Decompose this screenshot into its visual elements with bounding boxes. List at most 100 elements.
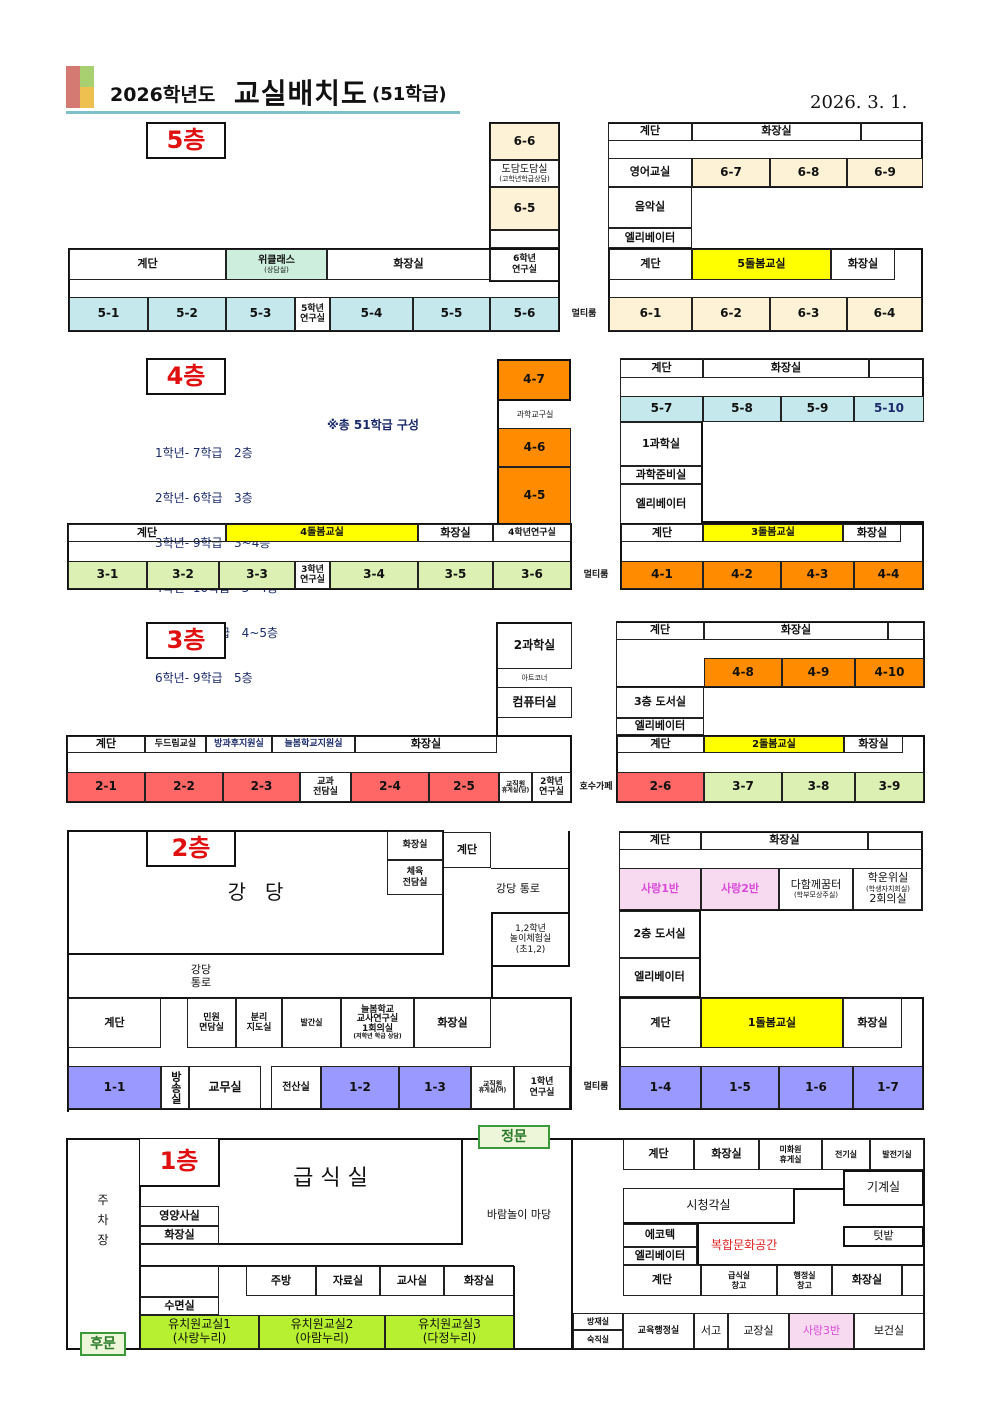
room-2-4[interactable]: 2-4 bbox=[351, 772, 429, 802]
garden[interactable]: 텃밭 bbox=[843, 1226, 924, 1247]
room-1st-lab[interactable]: 1학년 연구실 bbox=[514, 1066, 570, 1109]
room-print[interactable]: 발간실 bbox=[282, 998, 341, 1048]
toilet[interactable]: 화장실 bbox=[704, 621, 888, 640]
stairs[interactable]: 계단 bbox=[616, 621, 704, 640]
stairs[interactable]: 계단 bbox=[617, 736, 704, 753]
lake-cafe[interactable]: 호수가페 bbox=[579, 781, 613, 792]
stairs[interactable]: 계단 bbox=[444, 832, 491, 868]
room-5-9[interactable]: 5-9 bbox=[781, 396, 854, 422]
toilet[interactable]: 화장실 bbox=[843, 998, 902, 1048]
cafeteria[interactable]: 급 식 실 bbox=[140, 1139, 463, 1245]
room-2-1[interactable]: 2-1 bbox=[67, 772, 145, 802]
toilet[interactable]: 화장실 bbox=[355, 736, 497, 753]
room-5-5[interactable]: 5-5 bbox=[413, 297, 490, 331]
toilet[interactable]: 화장실 bbox=[140, 1226, 219, 1245]
room-3-4[interactable]: 3-4 bbox=[330, 561, 418, 589]
pe-room[interactable]: 체육 전담실 bbox=[387, 860, 443, 895]
courtyard[interactable]: 바람놀이 마당 bbox=[486, 1207, 552, 1221]
room-3-1[interactable]: 3-1 bbox=[68, 561, 147, 589]
room-5-7[interactable]: 5-7 bbox=[620, 396, 703, 422]
room-4-1[interactable]: 4-1 bbox=[621, 561, 703, 589]
room-3-7[interactable]: 3-7 bbox=[704, 772, 782, 802]
science-prep-room[interactable]: 과학준비실 bbox=[620, 466, 703, 484]
room-6-7[interactable]: 6-7 bbox=[692, 158, 770, 187]
room-teachers-office[interactable]: 교무실 bbox=[189, 1066, 261, 1109]
hall-toilet[interactable]: 화장실 bbox=[387, 831, 443, 860]
computer-room[interactable]: 컴퓨터실 bbox=[497, 687, 572, 718]
toilet[interactable]: 화장실 bbox=[843, 524, 901, 542]
kitchen[interactable]: 주방 bbox=[246, 1266, 316, 1296]
care-room-1[interactable]: 1돌봄교실 bbox=[701, 998, 843, 1048]
room-dudream[interactable]: 두드림교실 bbox=[145, 736, 206, 753]
room-4-2[interactable]: 4-2 bbox=[703, 561, 781, 589]
room-6-5[interactable]: 6-5 bbox=[490, 187, 559, 230]
room-council[interactable]: 학운위실 (학생자치회실) 2회의실 bbox=[853, 868, 923, 910]
stairs[interactable]: 계단 bbox=[619, 831, 701, 850]
room-english[interactable]: 영어교실 bbox=[608, 158, 692, 187]
elevator[interactable]: 엘리베이터 bbox=[620, 484, 703, 524]
room-6-8[interactable]: 6-8 bbox=[770, 158, 847, 187]
toilet[interactable]: 화장실 bbox=[414, 998, 491, 1048]
room-1-7[interactable]: 1-7 bbox=[853, 1066, 923, 1109]
stairs[interactable]: 계단 bbox=[623, 1265, 701, 1296]
room-1-6[interactable]: 1-6 bbox=[779, 1066, 853, 1109]
kinder-room-1[interactable]: 유치원교실1 (사랑누리) bbox=[140, 1315, 259, 1349]
care-room-4[interactable]: 4돌봄교실 bbox=[226, 524, 418, 542]
elevator[interactable]: 엘리베이터 bbox=[619, 958, 701, 997]
room-6-3[interactable]: 6-3 bbox=[770, 297, 847, 331]
elevator[interactable]: 엘리베이터 bbox=[623, 1247, 697, 1265]
room-5-1[interactable]: 5-1 bbox=[69, 297, 148, 331]
stairs[interactable]: 계단 bbox=[609, 249, 692, 280]
love-class-2[interactable]: 사랑2반 bbox=[701, 868, 779, 910]
room-6-2[interactable]: 6-2 bbox=[692, 297, 770, 331]
generator-room[interactable]: 발전기실 bbox=[870, 1139, 924, 1170]
toilet[interactable]: 화장실 bbox=[327, 249, 490, 280]
toilet[interactable]: 화장실 bbox=[701, 831, 868, 850]
care-room-5[interactable]: 5돌봄교실 bbox=[692, 249, 831, 280]
love-class-3[interactable]: 사랑3반 bbox=[789, 1313, 854, 1349]
staff-rest-cleaners[interactable]: 미화원 휴게실 bbox=[759, 1139, 822, 1170]
room-2-3[interactable]: 2-3 bbox=[223, 772, 300, 802]
room-6-6[interactable]: 6-6 bbox=[490, 123, 559, 160]
room-3-2[interactable]: 3-2 bbox=[147, 561, 219, 589]
room-separate[interactable]: 분리 지도실 bbox=[236, 998, 282, 1048]
toilet[interactable]: 화장실 bbox=[444, 1266, 514, 1296]
nutrition-room[interactable]: 영양사실 bbox=[140, 1206, 219, 1226]
teacher-room[interactable]: 교사실 bbox=[380, 1266, 444, 1296]
cafeteria-storage[interactable]: 급식실 창고 bbox=[701, 1265, 777, 1296]
room-2-6[interactable]: 2-6 bbox=[617, 772, 704, 802]
staff-rest-male[interactable]: 교직원 휴게실(남) bbox=[499, 772, 532, 802]
room-broadcast[interactable]: 방송실 bbox=[161, 1066, 189, 1109]
room-1-1[interactable]: 1-1 bbox=[68, 1066, 161, 1109]
stairs[interactable]: 계단 bbox=[621, 524, 703, 542]
art-corner[interactable]: 아트코너 bbox=[521, 673, 548, 682]
toilet[interactable]: 화장실 bbox=[692, 122, 861, 141]
room-1-3[interactable]: 1-3 bbox=[399, 1066, 471, 1109]
room-3-6[interactable]: 3-6 bbox=[493, 561, 571, 589]
library-2f[interactable]: 2층 도서실 bbox=[619, 911, 701, 958]
toilet[interactable]: 화장실 bbox=[832, 1265, 902, 1296]
room-3-8[interactable]: 3-8 bbox=[782, 772, 855, 802]
room-2nd-lab[interactable]: 2학년 연구실 bbox=[532, 772, 571, 802]
room-5-10[interactable]: 5-10 bbox=[854, 396, 924, 422]
care-room-3[interactable]: 3돌봄교실 bbox=[703, 524, 843, 542]
hall-corridor-left[interactable]: 강당 통로 bbox=[180, 960, 222, 994]
machine-room[interactable]: 기계실 bbox=[843, 1170, 924, 1206]
av-room[interactable]: 시청각실 bbox=[623, 1188, 795, 1224]
stairs[interactable]: 계단 bbox=[67, 736, 145, 753]
room-4-3[interactable]: 4-3 bbox=[781, 561, 854, 589]
play-room[interactable]: 1,2학년 놀이체험실 (초1,2) bbox=[491, 912, 570, 967]
room-4-9[interactable]: 4-9 bbox=[782, 658, 855, 687]
elevator[interactable]: 엘리베이터 bbox=[608, 228, 692, 248]
room-neulbom-lab[interactable]: 늘봄학교 교사연구실 1회의실 (저학년 학급 상담) bbox=[341, 998, 414, 1048]
room-4-10[interactable]: 4-10 bbox=[855, 658, 924, 687]
electric-room[interactable]: 전기실 bbox=[822, 1139, 870, 1170]
stairs[interactable]: 계단 bbox=[620, 998, 701, 1048]
room-5-6[interactable]: 5-6 bbox=[490, 297, 559, 331]
disaster-room[interactable]: 방재실 bbox=[573, 1313, 623, 1330]
room-dahap[interactable]: 다함께꿈터 (학부모상주실) bbox=[779, 868, 853, 910]
materials-room[interactable]: 자료실 bbox=[316, 1266, 380, 1296]
room-after-school[interactable]: 방과후지원실 bbox=[206, 736, 272, 753]
toilet[interactable]: 화장실 bbox=[844, 736, 903, 753]
elevator[interactable]: 엘리베이터 bbox=[616, 718, 704, 735]
